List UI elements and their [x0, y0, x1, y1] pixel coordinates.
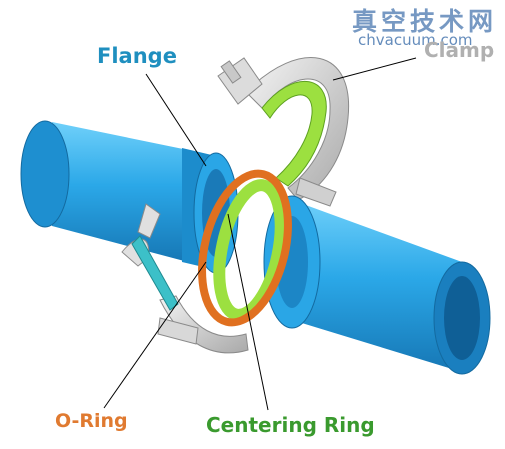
clamp-front-half — [121, 203, 249, 354]
watermark-url: chvacuum.com — [358, 31, 473, 49]
label-o-ring: O-Ring — [55, 410, 128, 432]
label-centering-ring: Centering Ring — [206, 413, 375, 437]
watermark-chinese: 真空技术网 — [352, 7, 498, 36]
leader-lines — [103, 57, 417, 411]
left-pipe — [20, 120, 188, 262]
centering-ring-and-o-ring — [198, 169, 292, 327]
leader-flange — [145, 73, 207, 167]
label-flange: Flange — [97, 44, 177, 68]
leader-centering-ring — [227, 213, 269, 411]
clamp-back-half — [217, 57, 350, 207]
right-pipe — [263, 195, 491, 375]
leader-clamp — [332, 57, 417, 81]
leader-o-ring — [103, 261, 207, 409]
label-clamp: Clamp — [424, 38, 495, 62]
